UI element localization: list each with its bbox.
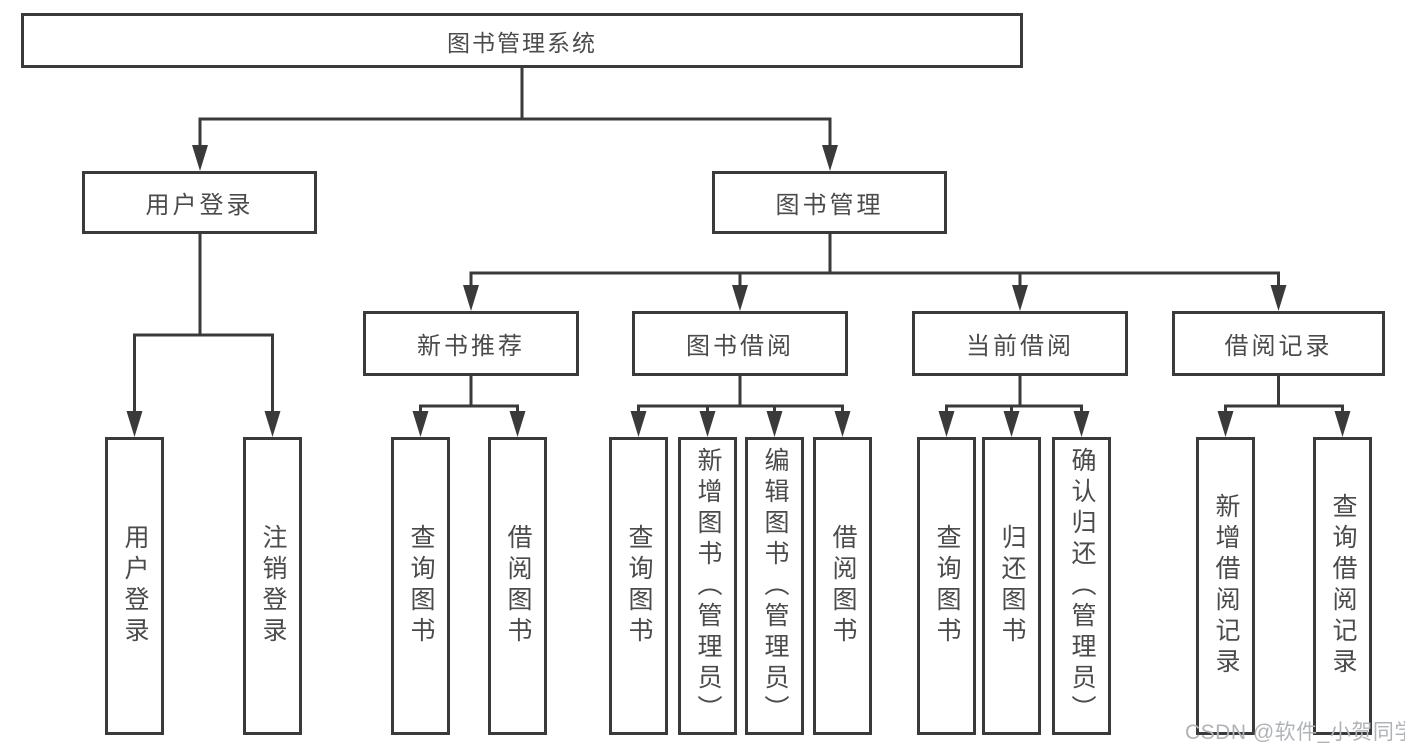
node-label: 查询借阅记录 [1329, 493, 1357, 679]
node-label: 确认归还（管理员） [1068, 446, 1096, 726]
leaf-query-books-recommend: 查询图书 [391, 437, 450, 735]
leaf-edit-book-admin: 编辑图书（管理员） [745, 437, 804, 735]
node-label: 当前借阅 [966, 333, 1074, 360]
leaf-borrow-books-recommend: 借阅图书 [488, 437, 547, 735]
leaf-query-books-borrowing: 查询图书 [609, 437, 668, 735]
node-label: 图书借阅 [686, 333, 794, 360]
node-new-book-recommendation: 新书推荐 [363, 311, 579, 376]
leaf-add-book-admin: 新增图书（管理员） [678, 437, 737, 735]
node-label: 查询图书 [625, 524, 653, 648]
node-label: 归还图书 [998, 524, 1026, 648]
node-label: 编辑图书（管理员） [761, 446, 789, 726]
node-label: 新增图书（管理员） [694, 446, 722, 726]
leaf-borrow-books-borrowing: 借阅图书 [813, 437, 872, 735]
node-label: 查询图书 [407, 524, 435, 648]
node-label: 图书管理系统 [447, 29, 597, 56]
node-library-system: 图书管理系统 [21, 13, 1023, 68]
leaf-add-borrow-record: 新增借阅记录 [1196, 437, 1255, 735]
node-label: 用户登录 [145, 192, 254, 219]
leaf-query-borrow-record: 查询借阅记录 [1313, 437, 1372, 735]
leaf-logout: 注销登录 [243, 437, 302, 735]
node-label: 借阅记录 [1224, 333, 1333, 360]
node-label: 借阅图书 [504, 524, 532, 648]
node-current-borrowing: 当前借阅 [912, 311, 1128, 376]
node-label: 图书管理 [775, 192, 884, 219]
watermark: CSDN @软件_小贺同学 [1185, 721, 1405, 744]
node-label: 新书推荐 [417, 333, 525, 360]
node-label: 注销登录 [259, 524, 287, 648]
node-label: 用户登录 [121, 524, 149, 648]
leaf-return-books: 归还图书 [982, 437, 1041, 735]
node-book-management: 图书管理 [712, 171, 947, 234]
leaf-confirm-return-admin: 确认归还（管理员） [1052, 437, 1111, 735]
node-borrowing-records: 借阅记录 [1172, 311, 1385, 376]
leaf-query-books-current: 查询图书 [917, 437, 976, 735]
node-book-borrowing: 图书借阅 [632, 311, 848, 376]
node-label: 新增借阅记录 [1212, 493, 1240, 679]
node-user-login: 用户登录 [82, 171, 317, 234]
node-label: 借阅图书 [829, 524, 857, 648]
leaf-user-login: 用户登录 [105, 437, 164, 735]
node-label: 查询图书 [933, 524, 961, 648]
